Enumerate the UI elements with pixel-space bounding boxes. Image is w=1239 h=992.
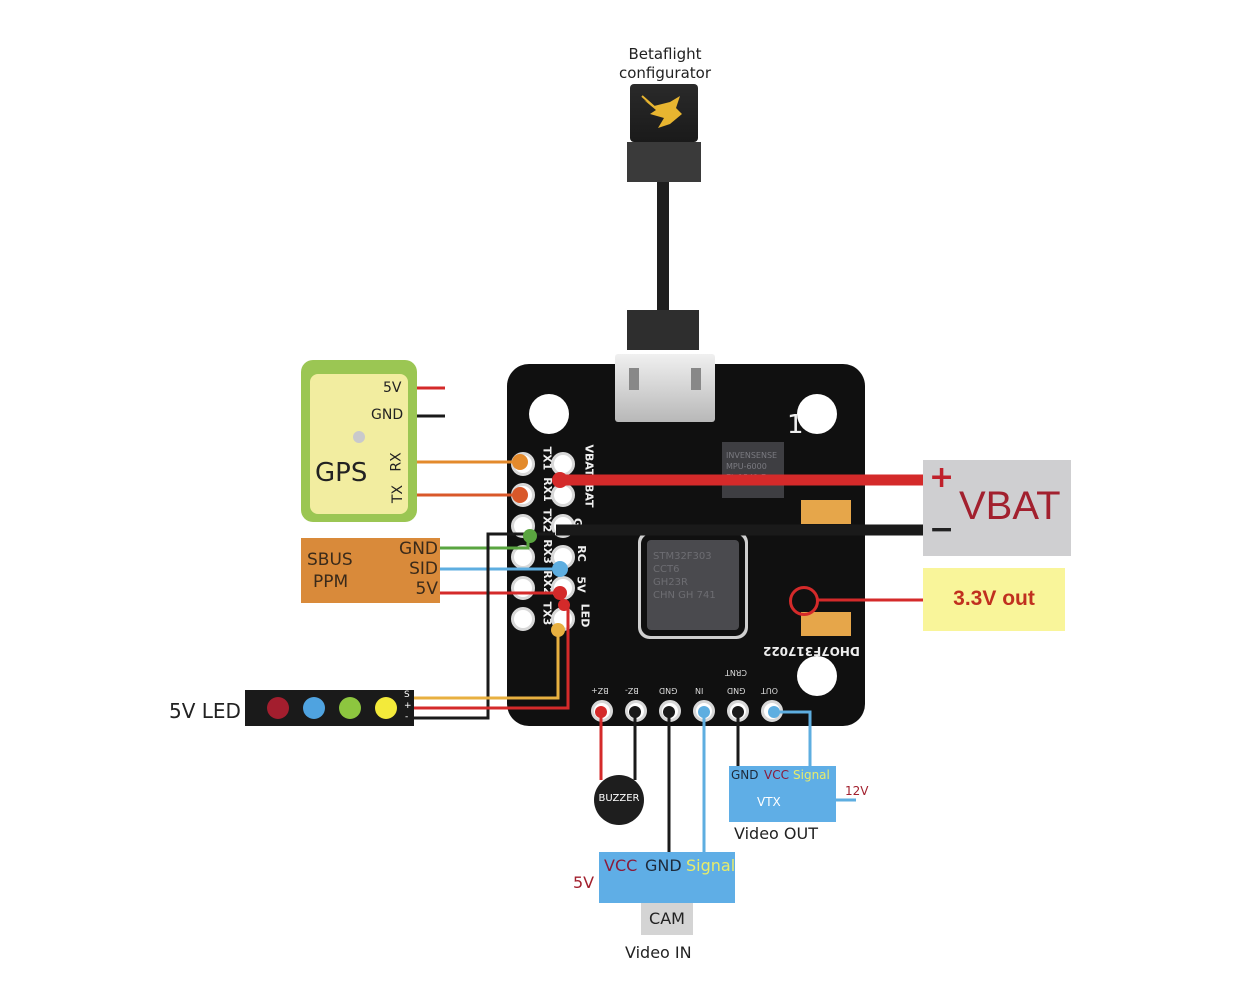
vtx-module[interactable]: GND VCC Signal VTX bbox=[729, 766, 836, 822]
solder-dot bbox=[512, 454, 528, 470]
tantalum-capacitor bbox=[801, 612, 851, 636]
configurator-label: Betaflight configurator bbox=[600, 45, 730, 83]
mount-hole bbox=[797, 394, 837, 434]
wire-led-gnd bbox=[414, 532, 555, 720]
vtx-pin-signal: Signal bbox=[793, 768, 830, 782]
mcu-text-2: CCT6 bbox=[653, 564, 680, 575]
usb-cable bbox=[657, 182, 669, 310]
betaflight-logo-icon[interactable] bbox=[630, 84, 698, 142]
led-pin-minus: - bbox=[405, 712, 409, 722]
wire-rx-gnd bbox=[440, 538, 530, 550]
pad-vbat[interactable] bbox=[551, 452, 575, 476]
cam-pin-vcc: VCC bbox=[604, 856, 638, 875]
receiver-title-2: PPM bbox=[313, 572, 349, 592]
solder-dot bbox=[523, 529, 537, 543]
usb-plug-body bbox=[627, 142, 701, 182]
gps-pin-tx: TX bbox=[390, 484, 407, 504]
usb-socket[interactable] bbox=[615, 354, 715, 422]
vbat-label: VBAT bbox=[959, 484, 1061, 528]
cam-caption: Video IN bbox=[625, 943, 692, 962]
solder-dot bbox=[553, 586, 567, 600]
usb-plug-micro bbox=[627, 310, 699, 350]
receiver-pin-sid: SID bbox=[409, 559, 438, 579]
solder-dot bbox=[698, 706, 710, 718]
solder-dot bbox=[768, 706, 780, 718]
mcu-text-1: STM32F303 bbox=[653, 551, 712, 562]
solder-dot bbox=[629, 706, 641, 718]
solder-dot bbox=[551, 623, 565, 637]
gps-pin-rx: RX bbox=[388, 452, 405, 472]
tantalum-capacitor bbox=[801, 500, 851, 524]
cam-module[interactable]: VCC GND Signal bbox=[599, 852, 735, 903]
wire-led-5v bbox=[414, 603, 570, 710]
solder-dot bbox=[552, 561, 568, 577]
buzzer-label: BUZZER bbox=[598, 793, 640, 804]
vtx-name: VTX bbox=[757, 795, 781, 809]
mcu-text-4: CHN GH 741 bbox=[653, 590, 716, 601]
led-green bbox=[339, 697, 361, 719]
receiver-module[interactable]: SBUS PPM GND SID 5V bbox=[301, 538, 440, 603]
led-yellow bbox=[375, 697, 397, 719]
configurator-label-line2: configurator bbox=[619, 64, 711, 82]
flight-controller-board: STM32F303 CCT6 GH23R CHN GH 741 INVENSEN… bbox=[507, 354, 865, 726]
receiver-pin-5v: 5V bbox=[415, 579, 438, 599]
v33-label: 3.3V out bbox=[953, 587, 1035, 610]
v33-test-point-marker bbox=[789, 586, 819, 616]
pad-tx3[interactable] bbox=[511, 607, 535, 631]
vbat-plus-sign: + bbox=[929, 460, 955, 495]
led-label: 5V LED bbox=[169, 699, 241, 723]
v33-box[interactable]: 3.3V out bbox=[923, 568, 1065, 631]
wire-vtx-signal bbox=[774, 710, 812, 766]
pad-rx2[interactable] bbox=[511, 576, 535, 600]
cam-pin-signal: Signal bbox=[686, 856, 736, 875]
vtx-caption: Video OUT bbox=[734, 824, 818, 843]
solder-dot bbox=[732, 706, 744, 718]
cam-voltage: 5V bbox=[573, 873, 595, 892]
vbat-minus-sign: − bbox=[929, 512, 955, 547]
vtx-voltage: 12V bbox=[845, 784, 869, 798]
mount-hole bbox=[529, 394, 569, 434]
gps-pin-gnd: GND bbox=[371, 407, 404, 423]
solder-dot bbox=[552, 472, 568, 488]
solder-dot bbox=[558, 599, 570, 611]
imu-chip: INVENSENSE MPU-6000 EL 1541 E bbox=[722, 442, 784, 498]
imu-text-1: INVENSENSE bbox=[726, 451, 778, 460]
board-mark: 1 bbox=[787, 410, 804, 440]
mount-hole bbox=[797, 656, 837, 696]
buzzer[interactable]: BUZZER bbox=[594, 775, 644, 825]
receiver-pin-gnd: GND bbox=[399, 539, 438, 559]
mcu-chip: STM32F303 CCT6 GH23R CHN GH 741 bbox=[647, 540, 739, 630]
cam-body: CAM bbox=[641, 903, 693, 935]
led-red bbox=[267, 697, 289, 719]
gps-title: GPS bbox=[315, 458, 368, 488]
gps-module[interactable]: GPS 5V GND RX TX bbox=[301, 360, 417, 522]
mcu-text-3: GH23R bbox=[653, 577, 688, 588]
led-blue bbox=[303, 697, 325, 719]
imu-text-2: MPU-6000 bbox=[726, 462, 767, 471]
led-pin-s: S bbox=[404, 690, 410, 700]
gps-pin-5v: 5V bbox=[383, 380, 402, 396]
vtx-pin-vcc: VCC bbox=[764, 768, 789, 782]
solder-dot bbox=[663, 706, 675, 718]
solder-dot bbox=[512, 487, 528, 503]
configurator-label-line1: Betaflight bbox=[628, 45, 702, 63]
led-strip[interactable]: S + - bbox=[245, 690, 414, 726]
solder-dot bbox=[595, 706, 607, 718]
cam-pin-gnd: GND bbox=[645, 856, 682, 875]
vbat-box[interactable]: + − VBAT bbox=[923, 460, 1071, 556]
receiver-title-1: SBUS bbox=[307, 550, 353, 570]
led-pin-plus: + bbox=[404, 701, 412, 711]
gps-antenna-dot bbox=[353, 431, 365, 443]
cam-name: CAM bbox=[649, 909, 685, 928]
vtx-pin-gnd: GND bbox=[731, 768, 759, 782]
wire-led-signal bbox=[414, 630, 560, 700]
